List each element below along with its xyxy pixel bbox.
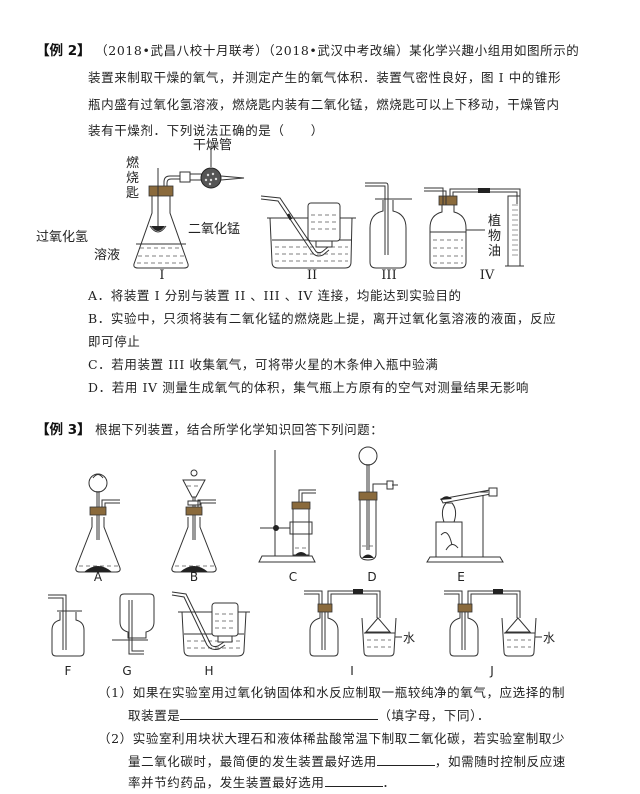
example2-line-4: 装有干燥剂．下列说法正确的是（ ）: [88, 123, 324, 138]
label-spoon-char-3: 匙: [126, 186, 140, 201]
example3-intro: 根据下列装置，结合所学化学知识回答下列问题：: [95, 422, 384, 437]
question-2-line-3: 率并节约药品，发生装置最好选用 ．: [128, 772, 396, 794]
question-2-line-2: 量二氧化碳时，最简便的发生装置最好选用 ，如需随时控制反应速: [128, 751, 566, 773]
label-combustion-spoon: 燃 烧 匙: [126, 156, 139, 201]
caption-III: III: [381, 268, 397, 283]
caption-D: D: [367, 570, 377, 584]
example2-header-line: 【例 2】 （2018•武昌八校十月联考）（2018•武汉中考改编）某化学兴趣小…: [36, 40, 579, 62]
caption-I: I: [159, 268, 165, 283]
option-B-continued: 即可停止: [88, 334, 141, 349]
answer-blank-3[interactable]: [324, 772, 383, 787]
example3-header-line: 【例 3】 根据下列装置，结合所学化学知识回答下列问题：: [36, 419, 383, 441]
question-1-prefix: 取装置是: [128, 708, 181, 723]
apparatus-I-flask: [133, 146, 245, 269]
example3-tag: 【例 3】: [36, 422, 91, 438]
apparatus-G: [112, 593, 155, 655]
caption-IV: IV: [479, 268, 495, 283]
apparatus-II-trough: [260, 195, 356, 269]
option-B: B．实验中，只须将装有二氧化锰的燃烧匙上提，离开过氧化氢溶液的液面，反应: [88, 311, 557, 326]
question-1-suffix: （填字母，下同）．: [378, 708, 491, 723]
label-vegetable-oil: 植 物 油: [488, 214, 501, 259]
question-2-line3-prefix: 率并节约药品，发生装置最好选用: [128, 775, 325, 790]
example2-tag: 【例 2】: [36, 43, 91, 59]
apparatus-B: [171, 469, 217, 573]
caption-B: B: [189, 570, 199, 584]
label-oil-char-3: 油: [488, 244, 502, 259]
label-spoon-char-2: 烧: [126, 171, 140, 186]
apparatus-F: [48, 594, 85, 657]
caption-E: E: [457, 570, 465, 584]
label-h2o2-line2: 溶液: [94, 248, 121, 263]
question-2-line3-suffix: ．: [382, 775, 396, 790]
label-drying-tube: 干燥管: [193, 138, 233, 153]
answer-blank-1[interactable]: [180, 705, 379, 720]
label-water-I: 水: [403, 631, 416, 645]
caption-II: II: [306, 268, 318, 283]
option-A: A．将装置 I 分别与装置 II 、III 、IV 连接，均能达到实验目的: [88, 288, 462, 303]
option-D: D．若用 IV 测量生成氧气的体积，集气瓶上方原有的空气对测量结果无影响: [88, 380, 530, 395]
apparatus-J: [444, 589, 542, 657]
caption-I: I: [350, 664, 354, 678]
apparatus-A: [75, 473, 121, 573]
label-oil-char-1: 植: [488, 214, 502, 229]
caption-C: C: [288, 570, 298, 584]
question-1-line-2: 取装置是 （填字母，下同）．: [128, 705, 490, 727]
question-2-prefix: 量二氧化碳时，最简便的发生装置最好选用: [128, 754, 377, 769]
caption-A: A: [93, 570, 103, 584]
caption-G: G: [122, 664, 132, 678]
option-C: C．若用装置 III 收集氧气，可将带火星的木条伸入瓶中验满: [88, 357, 439, 372]
example2-line-3: 瓶内盛有过氧化氢溶液，燃烧匙内装有二氧化锰，燃烧匙可以上下移动，干燥管内: [88, 97, 560, 112]
question-2-line-1: （2）实验室利用块状大理石和液体稀盐酸常温下制取二氧化碳，若实验室制取少: [98, 731, 566, 746]
apparatus-E: [426, 487, 504, 563]
label-mno2: 二氧化锰: [188, 222, 241, 237]
apparatus-D: [358, 446, 398, 561]
apparatus-III-bottle: [365, 182, 412, 269]
caption-J: J: [490, 664, 494, 678]
caption-F: F: [64, 664, 72, 678]
answer-blank-2[interactable]: [376, 751, 435, 766]
example2-line-2: 装置来制取干燥的氧气，并测定产生的氧气体积．装置气密性良好，图 I 中的锥形: [88, 70, 562, 85]
question-1-line-1: （1）如果在实验室用过氧化钠固体和水反应制取一瓶较纯净的氧气，应选择的制: [98, 685, 566, 700]
apparatus-H: [171, 591, 250, 657]
label-h2o2-line1: 过氧化氢: [36, 230, 89, 245]
caption-H: H: [204, 664, 214, 678]
label-spoon-char-1: 燃: [126, 156, 140, 171]
apparatus-IV-measure: [424, 187, 524, 269]
apparatus-C: [258, 450, 316, 563]
question-2-middle: ，如需随时控制反应速: [434, 754, 566, 769]
label-oil-char-2: 物: [488, 229, 502, 244]
apparatus-I-collect: [304, 589, 402, 657]
label-water-J: 水: [543, 631, 556, 645]
example2-line-1: （2018•武昌八校十月联考）（2018•武汉中考改编）某化学兴趣小组用如图所示…: [95, 43, 580, 58]
